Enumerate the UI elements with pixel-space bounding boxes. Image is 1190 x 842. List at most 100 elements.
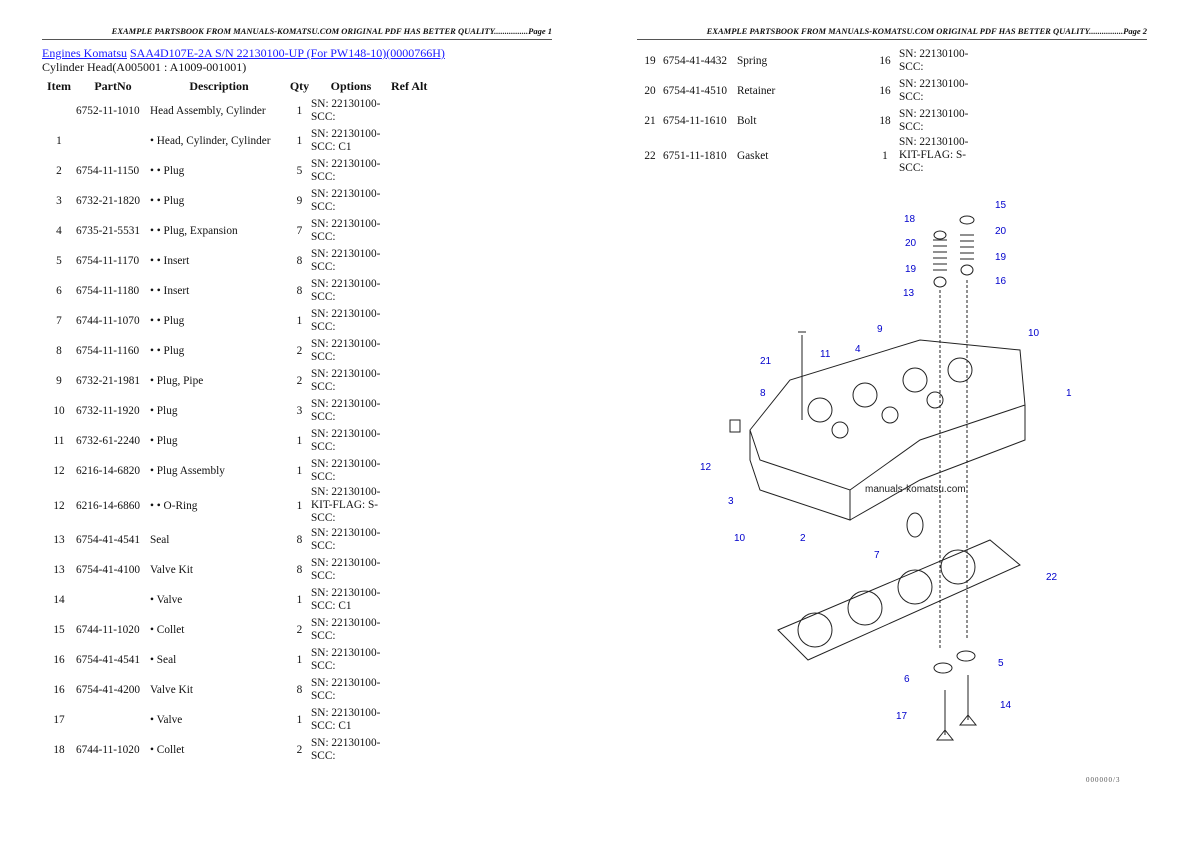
cell-item: 10	[53, 405, 65, 417]
cell-options: SN: 22130100- SCC:	[311, 368, 381, 393]
cell-partno: 6732-11-1920	[76, 405, 140, 417]
cell-qty: 8	[296, 534, 303, 546]
cell-refalt	[391, 645, 427, 675]
parts-table: Item PartNo Description Qty Options Ref …	[42, 76, 427, 765]
cell-partno: 6754-41-4432	[663, 55, 728, 67]
cell-item: 16	[53, 654, 65, 666]
cell-item: 3	[56, 195, 62, 207]
cell-item: 7	[56, 315, 62, 327]
cell-options: SN: 22130100- SCC:	[899, 48, 969, 73]
cell-item: 4	[56, 225, 62, 237]
cell-partno: 6754-41-4541	[76, 654, 141, 666]
cell-refalt	[391, 426, 427, 456]
cell-options: SN: 22130100- KIT-FLAG: S- SCC:	[311, 486, 381, 524]
callout-label: 2	[800, 533, 806, 544]
cell-refalt	[391, 555, 427, 585]
cell-description: • Head, Cylinder, Cylinder	[150, 135, 271, 147]
cell-partno: 6754-41-4510	[663, 85, 728, 97]
cell-partno: 6751-11-1810	[663, 149, 727, 162]
cell-description: • • Plug	[150, 165, 185, 177]
cell-partno: 6754-41-4200	[76, 684, 141, 696]
cell-partno: 6216-14-6860	[76, 499, 141, 512]
cell-qty: 16	[879, 55, 891, 67]
cell-options: SN: 22130100- SCC:	[311, 428, 381, 453]
cell-refalt	[391, 276, 427, 306]
callout-label: 19	[995, 252, 1007, 263]
cell-description: • Valve	[150, 714, 183, 726]
callout-label: 21	[760, 356, 772, 367]
callout-label: 5	[998, 658, 1004, 669]
cell-refalt	[391, 366, 427, 396]
breadcrumb-link-model[interactable]: SAA4D107E-2A S/N 22130100-UP (For PW148-…	[130, 46, 445, 60]
cell-qty: 1	[296, 105, 303, 117]
cell-options: SN: 22130100- SCC:	[311, 248, 381, 273]
cell-item: 12	[53, 499, 65, 512]
callout-label: 20	[995, 226, 1007, 237]
cell-item: 12	[53, 465, 65, 477]
cell-refalt	[391, 156, 427, 186]
cell-qty: 9	[296, 195, 303, 207]
callout-label: 10	[734, 533, 746, 544]
cell-item: 13	[53, 564, 65, 576]
cell-qty: 5	[296, 165, 303, 177]
cell-qty: 16	[879, 85, 891, 97]
callout-label: 9	[877, 324, 883, 335]
cell-item: 11	[53, 435, 65, 447]
cell-partno: 6754-11-1180	[76, 285, 140, 297]
cell-description: Retainer	[737, 85, 776, 97]
cell-refalt	[391, 246, 427, 276]
cell-description: Head Assembly, Cylinder	[150, 105, 266, 117]
callout-label: 17	[896, 711, 908, 722]
cell-refalt	[391, 585, 427, 615]
col-options: Options	[330, 78, 372, 93]
col-description: Description	[189, 78, 249, 93]
cell-qty: 1	[296, 465, 303, 477]
cell-description: • • Insert	[150, 285, 190, 297]
cell-qty: 8	[296, 684, 303, 696]
cell-qty: 18	[879, 115, 891, 127]
breadcrumb-link-engines[interactable]: Engines Komatsu	[42, 46, 127, 60]
cell-qty: 1	[296, 499, 303, 512]
cell-partno: 6744-11-1020	[76, 624, 140, 636]
cell-partno	[76, 126, 150, 156]
callout-label: 14	[1000, 700, 1012, 711]
cell-description: • Valve	[150, 594, 183, 606]
breadcrumb: Engines Komatsu SAA4D107E-2A S/N 2213010…	[42, 46, 445, 61]
cell-options: SN: 22130100- SCC:	[311, 527, 381, 552]
cell-qty: 8	[296, 564, 303, 576]
cell-item: 21	[644, 115, 656, 127]
cell-item: 14	[53, 594, 65, 606]
cell-description: Spring	[737, 55, 768, 67]
page-subtitle: Cylinder Head(A005001 : A1009-001001)	[42, 60, 247, 74]
cell-refalt	[391, 126, 427, 156]
cell-refalt	[391, 396, 427, 426]
cell-options: SN: 22130100- SCC:	[311, 647, 381, 672]
callout-label: 1	[1066, 388, 1072, 399]
cell-partno: 6754-41-4541	[76, 534, 141, 546]
cell-refalt	[391, 735, 427, 765]
cell-description: • • Plug	[150, 315, 185, 327]
cell-description: Gasket	[737, 149, 769, 162]
cell-options: SN: 22130100- SCC: C1	[311, 587, 381, 612]
cell-options: SN: 22130100- SCC:	[311, 308, 381, 333]
cell-partno: 6754-11-1160	[76, 345, 140, 357]
cell-options: SN: 22130100- SCC:	[899, 108, 969, 133]
cell-qty: 2	[296, 624, 303, 636]
cell-options: SN: 22130100- SCC:	[899, 78, 969, 103]
cell-item: 5	[56, 255, 62, 267]
page-header: EXAMPLE PARTSBOOK FROM MANUALS-KOMATSU.C…	[42, 26, 552, 40]
col-refalt: Ref Alt	[391, 78, 428, 93]
cell-description: • Collet	[150, 624, 185, 636]
col-partno: PartNo	[94, 78, 132, 93]
cell-description: • • Plug	[150, 345, 185, 357]
cell-options: SN: 22130100- SCC:	[311, 218, 381, 243]
callout-label: 7	[874, 550, 880, 561]
cell-item: 17	[53, 714, 65, 726]
